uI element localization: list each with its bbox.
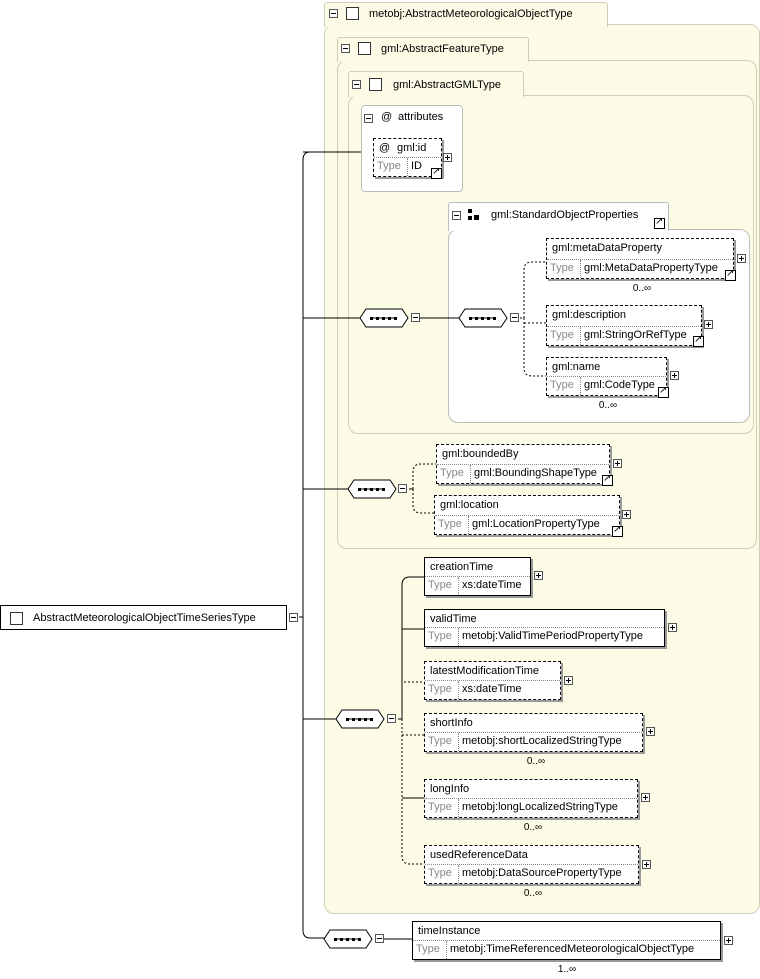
abstract-gml-label: gml:AbstractGMLType [393, 79, 501, 91]
expand-element-icon[interactable] [737, 254, 746, 263]
go-to-type-icon[interactable] [658, 385, 669, 398]
tab-standard-object-properties [448, 202, 669, 231]
type-square-icon [358, 42, 371, 55]
root-type-name: AbstractMeteorologicalObjectTimeSeriesTy… [33, 612, 256, 624]
tab-metobj-abstract-type [324, 2, 608, 27]
collapse-attributes-icon[interactable] [364, 114, 373, 123]
collapse-metobj-abstract-icon[interactable] [329, 9, 338, 18]
collapse-sequence-icon[interactable] [387, 714, 396, 723]
expand-element-icon[interactable] [613, 459, 622, 468]
collapse-std-props-icon[interactable] [452, 211, 461, 220]
go-to-type-icon[interactable] [431, 166, 442, 179]
expand-element-icon[interactable] [670, 371, 679, 380]
collapse-root-icon[interactable] [289, 613, 298, 622]
group-icon [468, 209, 480, 221]
cardinality: 0..∞ [523, 888, 543, 899]
collapse-sequence-icon[interactable] [398, 484, 407, 493]
go-to-type-icon[interactable] [725, 268, 736, 281]
expand-element-icon[interactable] [641, 793, 650, 802]
collapse-sequence-icon[interactable] [375, 934, 384, 943]
abstract-feature-label: gml:AbstractFeatureType [381, 43, 504, 55]
expand-gml-id-icon[interactable] [443, 153, 452, 162]
go-to-type-icon[interactable] [693, 334, 704, 347]
type-square-icon [369, 78, 382, 91]
expand-element-icon[interactable] [564, 676, 573, 685]
std-props-label: gml:StandardObjectProperties [491, 209, 639, 221]
attr-name: gml:id [397, 142, 427, 154]
type-square-icon [10, 612, 23, 625]
collapse-sequence-icon[interactable] [510, 313, 519, 322]
attributes-label: attributes [398, 111, 444, 123]
go-to-type-icon[interactable] [602, 473, 613, 486]
cardinality: 0..∞ [632, 283, 652, 294]
root-type-box[interactable]: AbstractMeteorologicalObjectTimeSeriesTy… [0, 605, 287, 630]
cardinality: 1..∞ [557, 964, 577, 975]
metobj-abstract-label: metobj:AbstractMeteorologicalObjectType [369, 8, 573, 20]
cardinality: 0..∞ [526, 756, 546, 767]
expand-element-icon[interactable] [724, 936, 733, 945]
expand-element-icon[interactable] [534, 571, 543, 580]
expand-element-icon[interactable] [622, 510, 631, 519]
cardinality: 0..∞ [598, 400, 618, 411]
cardinality: 0..∞ [523, 822, 543, 833]
collapse-abstract-feature-icon[interactable] [341, 44, 350, 53]
expand-element-icon[interactable] [642, 860, 651, 869]
expand-element-icon[interactable] [704, 320, 713, 329]
expand-element-icon[interactable] [646, 727, 655, 736]
at-icon: @ [381, 111, 393, 123]
go-to-group-icon[interactable] [654, 216, 665, 229]
expand-element-icon[interactable] [668, 623, 677, 632]
collapse-abstract-gml-icon[interactable] [352, 80, 361, 89]
at-icon: @ [379, 142, 391, 154]
go-to-type-icon[interactable] [612, 524, 623, 537]
collapse-sequence-icon[interactable] [411, 313, 420, 322]
type-square-icon [346, 7, 359, 20]
